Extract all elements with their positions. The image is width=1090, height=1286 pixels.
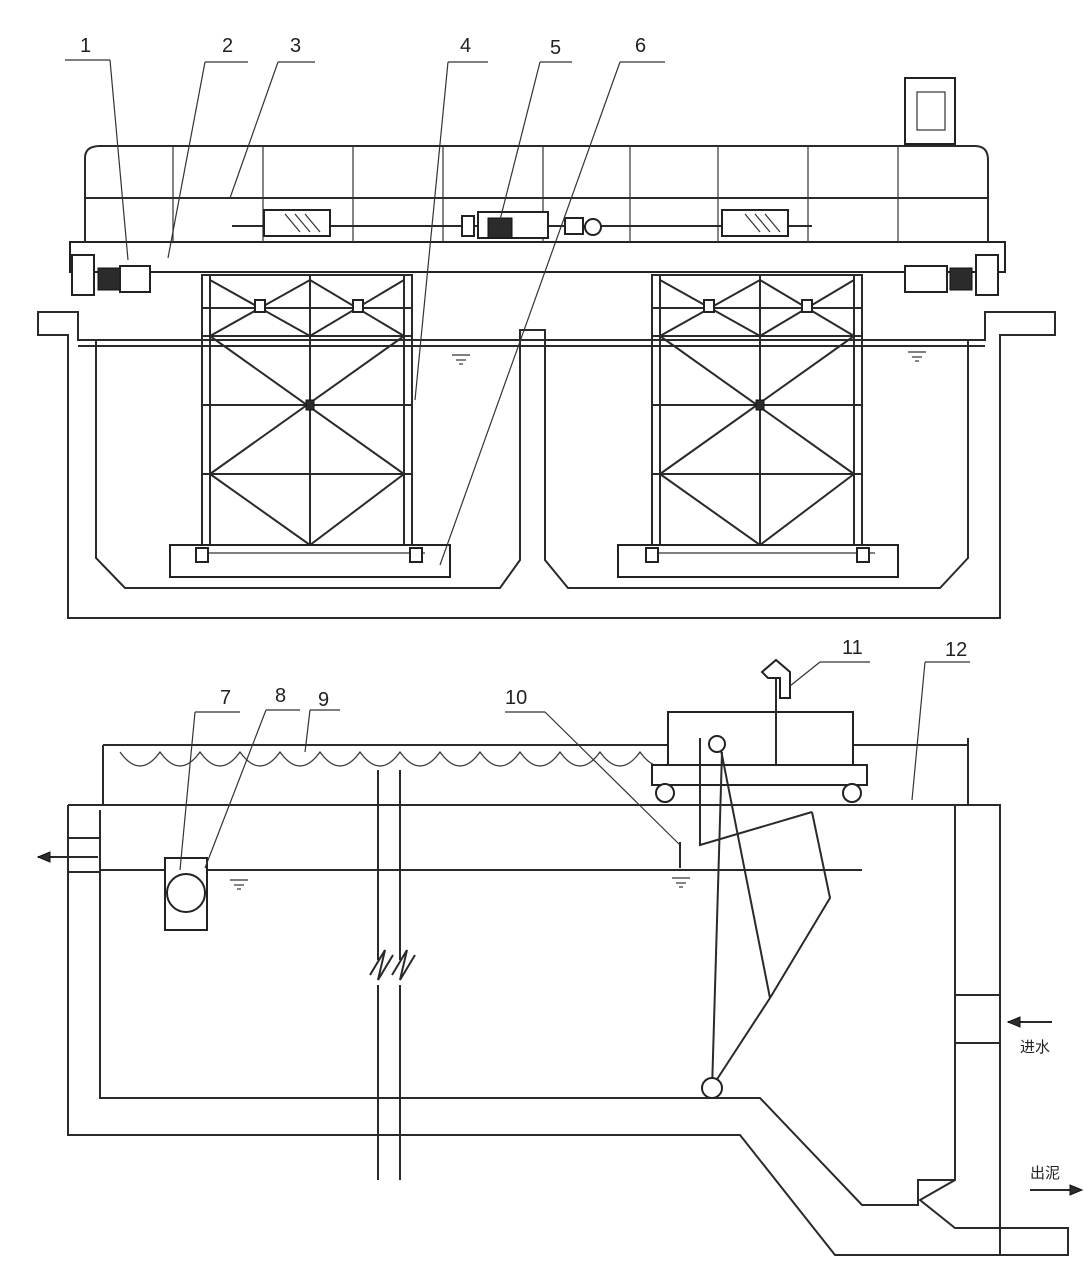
- leader-lines-upper: [65, 59, 665, 566]
- callout-3: 3: [290, 35, 301, 57]
- dredger-carriage-frame: [651, 764, 868, 786]
- callout-6: 6: [635, 35, 646, 57]
- suction-arm-lower: [709, 997, 771, 1091]
- callout-1: 1: [80, 35, 91, 57]
- bridge-girder: [69, 241, 1006, 273]
- right-suction-header: [617, 544, 899, 578]
- carriage-wheel-right: [842, 783, 862, 803]
- left-nozzle-a: [195, 547, 209, 563]
- inlet-port: [954, 994, 1001, 1044]
- lower-right-wall: [955, 804, 1001, 1255]
- inlet-label: 进水: [1020, 1038, 1050, 1056]
- left-travel-motor: [71, 254, 151, 296]
- inlet-arrow: [1006, 1016, 1052, 1028]
- leader-lines-lower: [179, 661, 970, 871]
- callout-2: 2: [222, 35, 233, 57]
- water-level-symbol-lower-left: [230, 879, 248, 890]
- right-pump-box: [721, 209, 789, 237]
- center-drive-motor: [461, 211, 602, 239]
- right-travel-motor: [904, 254, 999, 296]
- left-suction-header: [169, 544, 451, 578]
- sludge-outlet-arrow: [1030, 1184, 1084, 1196]
- callout-11: 11: [842, 637, 863, 659]
- control-cabinet: [904, 77, 956, 145]
- left-pump-hatch: [284, 213, 321, 233]
- suction-arm-mid: [719, 744, 832, 999]
- right-suction-truss: [651, 274, 863, 547]
- sludge-outlet-label: 出泥: [1030, 1164, 1060, 1182]
- center-support-column: [369, 770, 416, 1180]
- outlet-arrow-left: [36, 851, 98, 863]
- arm-pivot: [708, 735, 726, 753]
- basin-wall-outline: [37, 311, 1056, 619]
- cable-festoon: [119, 750, 681, 767]
- callout-4: 4: [460, 35, 471, 57]
- lower-basin-inner: [99, 810, 955, 1206]
- bridge-railing: [84, 145, 989, 242]
- water-level-symbol-lower-right: [672, 877, 690, 888]
- collection-pipe: [166, 873, 206, 913]
- right-nozzle-b: [856, 547, 870, 563]
- suction-head-roller: [701, 1077, 723, 1099]
- water-level-symbol-right: [908, 351, 926, 362]
- cabinet-window: [916, 91, 946, 131]
- dredger-carriage-housing: [667, 711, 854, 768]
- suction-arm-rod: [711, 751, 723, 1091]
- right-pump-hatch: [744, 213, 781, 233]
- callout-10: 10: [505, 687, 527, 709]
- lower-basin-outline: [67, 805, 1069, 1256]
- lower-longitudinal-section: [36, 658, 1084, 1256]
- callout-7: 7: [220, 687, 231, 709]
- suction-arm-upper: [699, 738, 813, 847]
- left-nozzle-b: [409, 547, 423, 563]
- callout-12: 12: [945, 639, 967, 661]
- water-level-symbol-left: [452, 354, 470, 365]
- callout-9: 9: [318, 689, 329, 711]
- upper-cross-section: [37, 59, 1056, 619]
- left-suction-truss: [201, 274, 413, 547]
- right-nozzle-a: [645, 547, 659, 563]
- carriage-cabin-icon: [760, 658, 791, 699]
- left-outlet-port: [67, 837, 101, 873]
- callout-5: 5: [550, 37, 561, 59]
- callout-labels: 1 2 3 4 5 6 7 8 9 10 11 12: [80, 35, 967, 711]
- left-pump-box: [263, 209, 331, 237]
- carriage-wheel-left: [655, 783, 675, 803]
- callout-8: 8: [275, 685, 286, 707]
